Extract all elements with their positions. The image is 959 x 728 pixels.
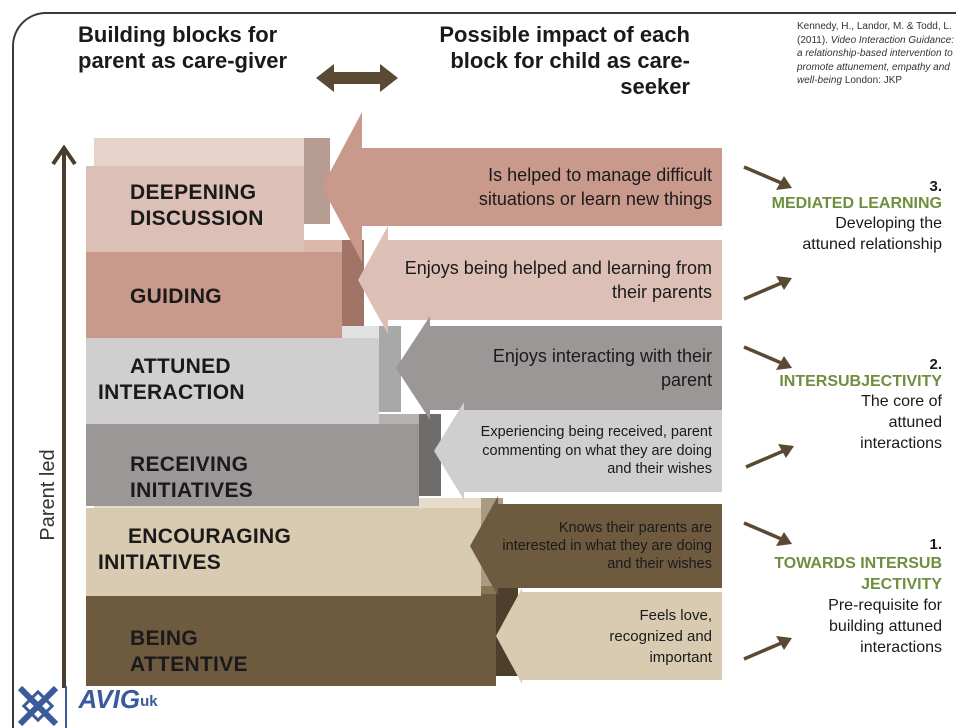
stage-number: 3.: [929, 178, 942, 195]
stage-3: 3. MEDIATED LEARNING Developing the attu…: [730, 178, 942, 255]
impact-arrow-attuned: Enjoys interacting with their parent: [396, 316, 722, 420]
up-arrow-icon: [51, 144, 77, 688]
impact-text: Enjoys being helped and learning from th…: [404, 258, 712, 302]
block-label: ATTUNED INTERACTION: [98, 355, 245, 404]
citation-authors: Kennedy, H., Landor, M. & Todd, L.(2011)…: [797, 21, 952, 46]
citation-title: Video Interaction Guidance: a relationsh…: [797, 34, 954, 87]
stage-title: INTERSUBJECTIVITY: [779, 373, 942, 390]
stage-desc: Developing the attuned relationship: [802, 215, 942, 253]
impact-text: Enjoys interacting with their parent: [492, 346, 712, 390]
block-label: BEING ATTENTIVE: [130, 627, 248, 676]
stage-number: 1.: [929, 536, 942, 553]
arrow-up-right-icon: [743, 276, 792, 301]
logo-text: AVIG: [78, 684, 141, 714]
left-heading: Building blocks for parent as care-giver: [78, 22, 288, 73]
impact-arrow-attentive: Feels love, recognized and important: [496, 588, 722, 684]
avig-emblem-icon: [17, 685, 67, 728]
citation-publisher: London: JKP: [844, 75, 903, 86]
arrow-up-right-icon: [745, 444, 794, 469]
double-arrow-icon: [316, 64, 398, 92]
stage-2: 2. INTERSUBJECTIVITY The core of attuned…: [760, 356, 942, 454]
citation: Kennedy, H., Landor, M. & Todd, L.(2011)…: [797, 20, 957, 88]
diagram-frame: [12, 12, 956, 728]
logo-subtext: uk: [140, 693, 158, 710]
impact-arrow-encouraging: Knows their parents are interested in wh…: [470, 496, 722, 596]
impact-arrow-deepening: Is helped to manage difficult situations…: [322, 112, 722, 262]
impact-text: Experiencing being received, parent comm…: [480, 424, 712, 478]
impact-text: Is helped to manage difficult situations…: [478, 165, 712, 209]
stage-title: TOWARDS INTERSUBJECTIVITY: [774, 555, 942, 593]
block-label: ENCOURAGING INITIATIVES: [98, 525, 292, 574]
impact-arrow-guiding: Enjoys being helped and learning from th…: [358, 226, 722, 334]
block-label: GUIDING: [130, 285, 222, 308]
stage-number: 2.: [929, 356, 942, 373]
stage-title: MEDIATED LEARNING: [771, 195, 942, 212]
impact-text: Feels love, recognized and important: [609, 606, 712, 666]
avig-logo: AVIGuk: [14, 684, 158, 728]
arrow-up-right-icon: [743, 636, 792, 661]
stage-desc: Pre-requisite for building attuned inter…: [828, 597, 942, 656]
arrow-down-right-icon: [743, 345, 792, 370]
stage-desc: The core of attuned interactions: [860, 393, 942, 452]
impact-text: Knows their parents are interested in wh…: [502, 520, 712, 572]
stage-1: 1. TOWARDS INTERSUBJECTIVITY Pre-requisi…: [738, 536, 942, 658]
impact-arrow-receiving: Experiencing being received, parent comm…: [434, 402, 722, 500]
arrow-down-right-icon: [743, 165, 792, 190]
right-heading: Possible impact of each block for child …: [439, 22, 690, 99]
arrow-down-right-icon: [743, 521, 792, 546]
block-label: DEEPENING DISCUSSION: [130, 181, 264, 230]
block-label: RECEIVING INITIATIVES: [130, 453, 254, 502]
